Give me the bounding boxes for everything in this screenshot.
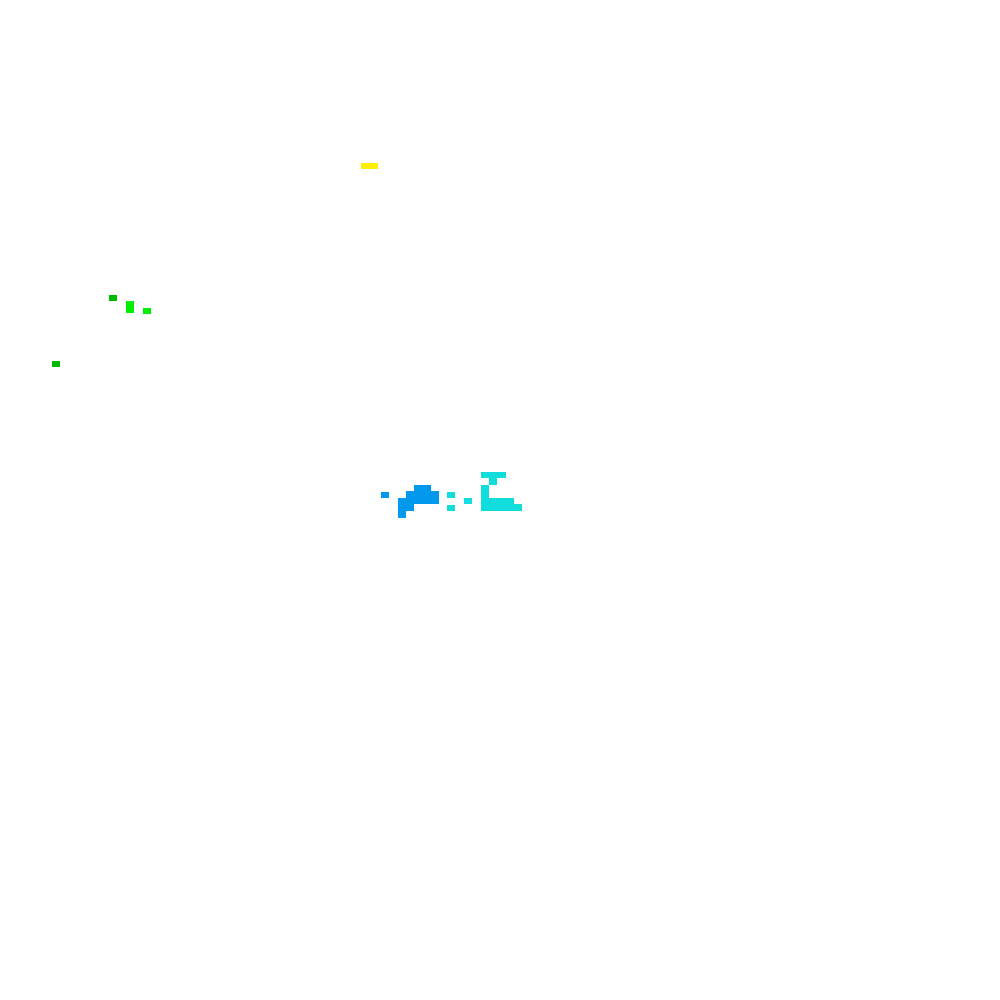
blue-pixel bbox=[398, 511, 406, 518]
green-pixel bbox=[109, 295, 117, 301]
green-pixel bbox=[143, 308, 151, 314]
blue-pixel bbox=[414, 485, 431, 491]
green-pixel bbox=[52, 361, 60, 367]
blue-pixel bbox=[398, 498, 439, 504]
cyan-pixel bbox=[481, 472, 506, 478]
green-pixel bbox=[126, 301, 134, 313]
cyan-pixel bbox=[447, 505, 455, 511]
blue-pixel bbox=[381, 492, 389, 498]
cyan-pixel bbox=[481, 498, 514, 504]
blue-pixel bbox=[406, 491, 439, 498]
cyan-pixel bbox=[481, 485, 489, 498]
cyan-pixel bbox=[447, 492, 455, 498]
cyan-pixel bbox=[489, 478, 497, 485]
blue-pixel bbox=[398, 504, 414, 511]
yellow-pixel bbox=[361, 163, 378, 169]
cyan-pixel bbox=[464, 498, 472, 504]
cyan-pixel bbox=[481, 504, 522, 511]
